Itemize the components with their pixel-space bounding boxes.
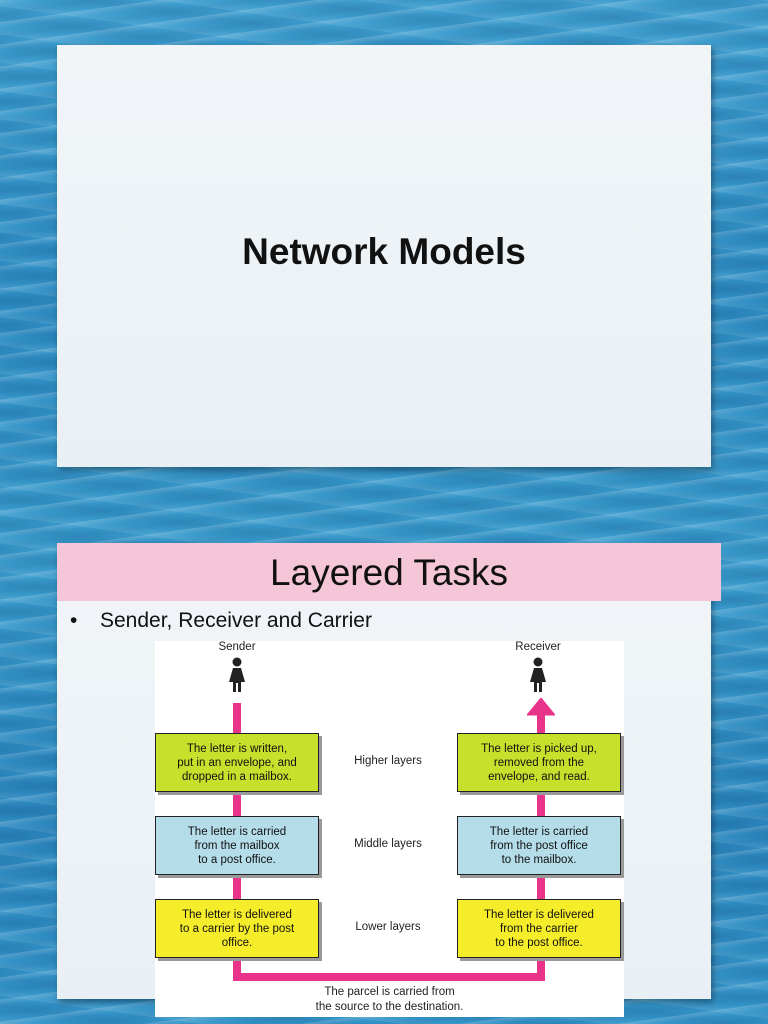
receiver-middle-box: The letter is carried from the post offi… bbox=[457, 816, 621, 875]
layered-tasks-diagram: Sender Receiver The letter is written, p… bbox=[155, 641, 624, 1017]
lower-layers-label: Lower layers bbox=[355, 921, 421, 933]
sender-higher-box: The letter is written, put in an envelop… bbox=[155, 733, 319, 792]
sender-lower-box: The letter is delivered to a carrier by … bbox=[155, 899, 319, 958]
slide-title-band: Layered Tasks bbox=[57, 543, 721, 601]
receiver-higher-text: The letter is picked up, removed from th… bbox=[481, 742, 597, 783]
receiver-middle-text: The letter is carried from the post offi… bbox=[489, 825, 589, 866]
carrier-caption: The parcel is carried from the source to… bbox=[315, 986, 464, 1013]
receiver-label: Receiver bbox=[515, 641, 561, 653]
sender-middle-text: The letter is carried from the mailbox t… bbox=[187, 825, 287, 866]
slide-network-models: Network Models bbox=[57, 45, 711, 467]
arrow-up-icon bbox=[527, 698, 555, 716]
slide-title: Network Models bbox=[242, 231, 526, 272]
receiver-lower-box: The letter is delivered from the carrier… bbox=[457, 899, 621, 958]
sender-higher-text: The letter is written, put in an envelop… bbox=[177, 742, 297, 783]
middle-layers-label: Middle layers bbox=[354, 838, 422, 850]
carrier-path-line bbox=[233, 973, 545, 981]
receiver-person-icon bbox=[530, 657, 546, 692]
sender-label: Sender bbox=[218, 641, 256, 653]
sender-middle-box: The letter is carried from the mailbox t… bbox=[155, 816, 319, 875]
higher-layers-label: Higher layers bbox=[354, 755, 422, 767]
bullet-text: Sender, Receiver and Carrier bbox=[100, 609, 372, 632]
bullet-marker: • bbox=[70, 609, 78, 632]
slide-title: Layered Tasks bbox=[270, 552, 508, 593]
receiver-lower-text: The letter is delivered from the carrier… bbox=[484, 908, 594, 949]
sender-lower-text: The letter is delivered to a carrier by … bbox=[179, 908, 295, 949]
bullet-item: • Sender, Receiver and Carrier bbox=[70, 609, 372, 633]
receiver-higher-box: The letter is picked up, removed from th… bbox=[457, 733, 621, 792]
sender-person-icon bbox=[229, 657, 245, 692]
